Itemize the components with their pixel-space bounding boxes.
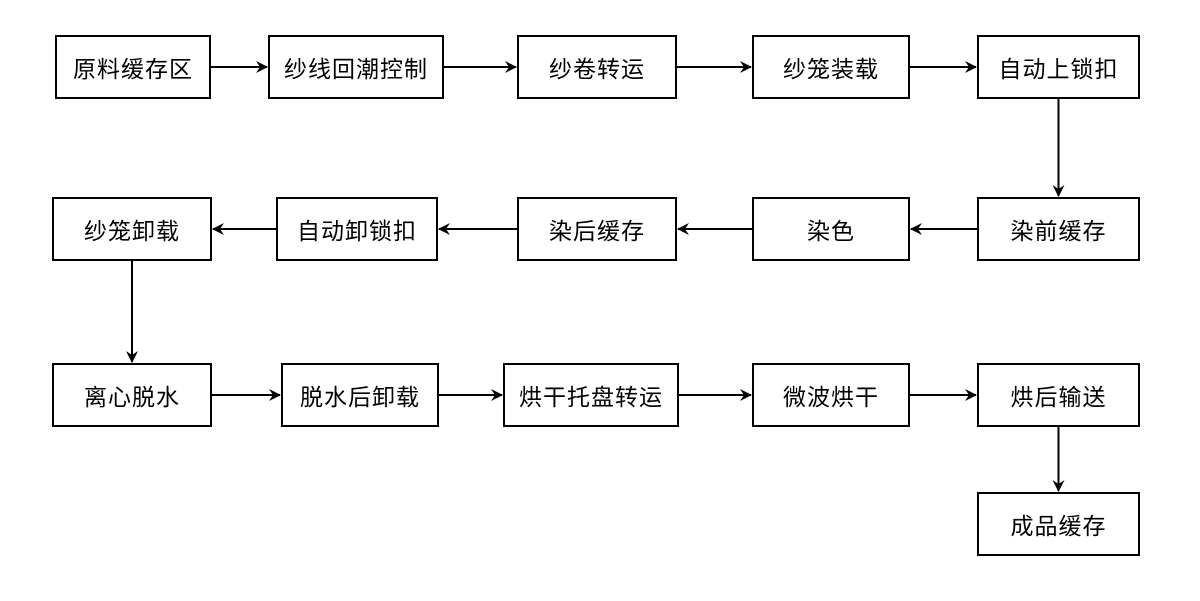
node-raw-material-buffer: 原料缓存区 — [55, 35, 211, 99]
node-dyeing: 染色 — [752, 197, 910, 261]
node-auto-unlock: 自动卸锁扣 — [276, 197, 438, 261]
node-post-dye-buffer: 染后缓存 — [517, 197, 677, 261]
node-auto-lock: 自动上锁扣 — [977, 35, 1140, 99]
node-yarn-roll-transfer: 纱卷转运 — [517, 35, 677, 99]
node-post-drying-conveying: 烘后输送 — [977, 363, 1140, 427]
node-pre-dye-buffer: 染前缓存 — [977, 197, 1140, 261]
node-microwave-drying: 微波烘干 — [752, 363, 910, 427]
node-yarn-cage-loading: 纱笼装载 — [752, 35, 910, 99]
node-yarn-cage-unloading: 纱笼卸载 — [52, 197, 212, 261]
node-post-dewatering-unloading: 脱水后卸载 — [281, 363, 439, 427]
node-yarn-moisture-control: 纱线回潮控制 — [268, 35, 444, 99]
node-finished-product-buffer: 成品缓存 — [977, 492, 1140, 556]
node-drying-tray-transfer: 烘干托盘转运 — [503, 363, 679, 427]
node-centrifugal-dewatering: 离心脱水 — [52, 363, 212, 427]
